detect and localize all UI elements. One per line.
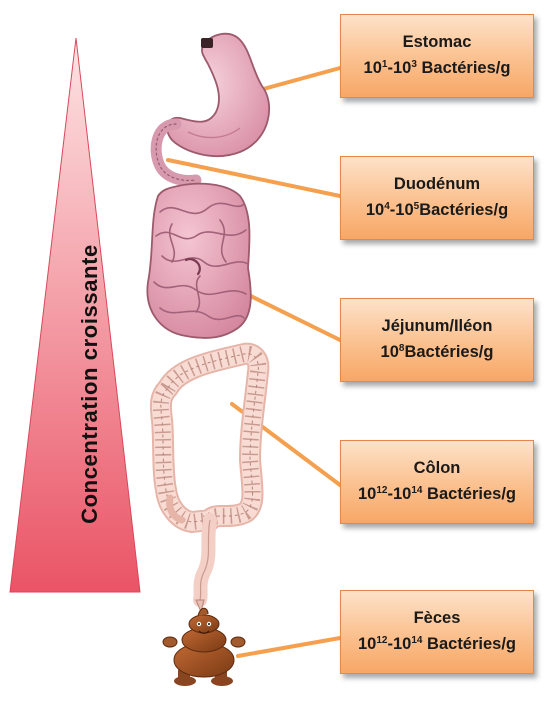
organ-name: Jéjunum/Iléon bbox=[382, 314, 493, 340]
triangle-label: Concentration croissante bbox=[78, 164, 102, 604]
callout-estomac: Estomac 101-103 Bactéries/g bbox=[340, 14, 534, 98]
organ-name: Duodénum bbox=[394, 172, 480, 198]
stomach-illustration bbox=[167, 34, 269, 156]
organ-name: Fèces bbox=[414, 606, 461, 632]
callout-feces: Fèces 1012-1014 Bactéries/g bbox=[340, 590, 534, 674]
connector-feces bbox=[238, 638, 340, 656]
bacteria-count: 104-105Bactéries/g bbox=[366, 198, 508, 224]
feces-character-illustration bbox=[163, 608, 245, 686]
colon-illustration bbox=[161, 354, 258, 612]
bacteria-count: 101-103 Bactéries/g bbox=[364, 56, 511, 82]
bacteria-count: 1012-1014 Bactéries/g bbox=[358, 482, 516, 508]
organ-name: Estomac bbox=[403, 30, 472, 56]
callout-duodenum: Duodénum 104-105Bactéries/g bbox=[340, 156, 534, 240]
callout-colon: Côlon 1012-1014 Bactéries/g bbox=[340, 440, 534, 524]
small-intestine-illustration bbox=[147, 184, 250, 338]
organ-name: Côlon bbox=[414, 456, 461, 482]
bacteria-count: 1012-1014 Bactéries/g bbox=[358, 632, 516, 658]
concentration-triangle bbox=[10, 38, 140, 592]
bacteria-count: 108Bactéries/g bbox=[381, 340, 494, 366]
callout-jejunum-ileon: Jéjunum/Iléon 108Bactéries/g bbox=[340, 298, 534, 382]
